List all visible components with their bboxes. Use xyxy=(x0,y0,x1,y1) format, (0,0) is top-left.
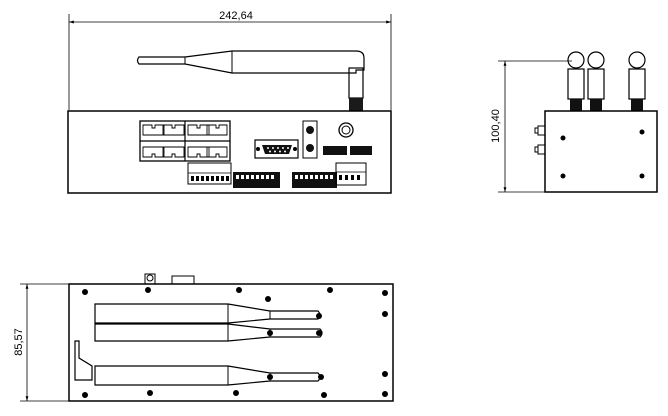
width-dimension: 242,64 xyxy=(68,10,392,110)
width-dimension-label: 242,64 xyxy=(219,10,253,22)
front-view xyxy=(67,50,392,194)
front-enclosure xyxy=(67,110,392,194)
connector-black-2 xyxy=(292,172,337,188)
connector-black-1 xyxy=(233,172,280,188)
mounting-bracket xyxy=(74,340,93,381)
height-dimension: 100,40 xyxy=(490,60,572,193)
side-antennas xyxy=(567,51,646,111)
height-dimension-label: 100,40 xyxy=(490,109,502,143)
serial-port xyxy=(254,139,299,159)
screws xyxy=(82,287,388,398)
ethernet-ports xyxy=(139,120,231,162)
bottom-enclosure xyxy=(68,283,394,402)
side-enclosure xyxy=(544,110,658,193)
folded-antennas xyxy=(94,303,323,386)
antenna xyxy=(136,50,365,111)
bottom-top-connectors xyxy=(144,273,195,285)
antenna-socket xyxy=(338,122,354,138)
sim-slot xyxy=(323,146,372,186)
bottom-view: 85,57 xyxy=(13,273,394,402)
depth-dimension-label: 85,57 xyxy=(13,328,25,356)
status-leds xyxy=(302,120,318,159)
side-view: 100,40 xyxy=(490,51,658,193)
side-connectors xyxy=(534,125,546,155)
terminal-block-left xyxy=(187,162,232,185)
depth-dimension: 85,57 xyxy=(13,283,69,402)
